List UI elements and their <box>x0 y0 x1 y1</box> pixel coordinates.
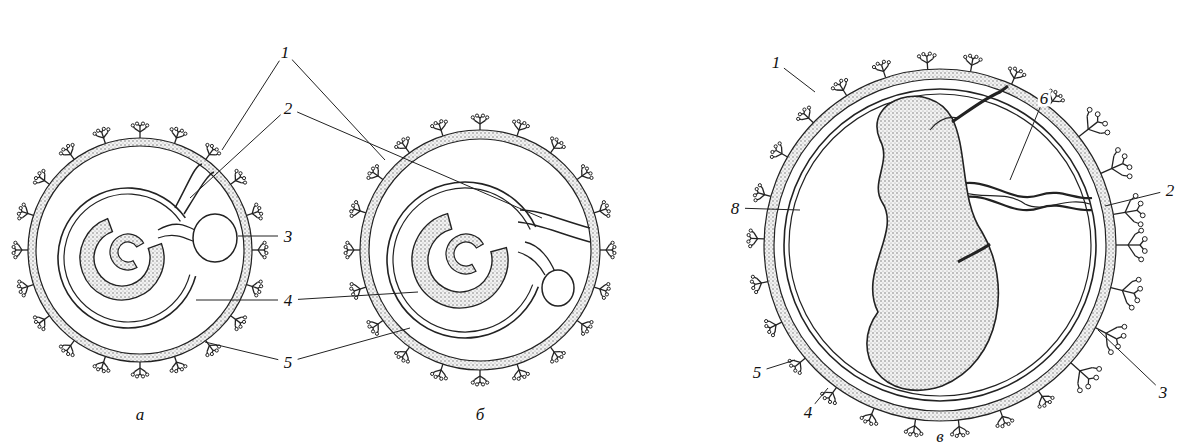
body-stalk <box>175 164 202 208</box>
fetus <box>867 96 998 390</box>
leader-line <box>292 59 385 160</box>
leader-lines <box>190 59 1160 404</box>
fetal-limb <box>930 118 958 131</box>
leader-line <box>298 328 410 359</box>
embryo <box>446 234 483 274</box>
leader-line <box>767 360 795 369</box>
amnion <box>64 194 190 322</box>
callout-number: 8 <box>729 200 742 217</box>
amnion <box>789 94 1091 396</box>
yolk-sac <box>193 214 237 262</box>
leader-line <box>745 208 800 210</box>
panel-letter: в <box>934 428 945 445</box>
amnion <box>393 188 533 332</box>
chorion <box>360 130 600 370</box>
leader-line <box>190 115 281 198</box>
leader-line <box>298 292 418 299</box>
drawing-layer <box>12 52 1147 437</box>
callout-number: 5 <box>282 354 295 371</box>
leader-line <box>1010 107 1040 180</box>
callout-number: 3 <box>1157 384 1170 401</box>
callout-number: 2 <box>1164 182 1177 199</box>
amnion <box>784 89 1096 401</box>
callout-number: 1 <box>770 54 783 71</box>
leader-line <box>205 342 278 360</box>
callout-number: 4 <box>802 404 815 421</box>
leader-line <box>222 60 280 150</box>
body-stalk <box>518 222 590 242</box>
body-stalk <box>184 172 214 214</box>
callout-number: 6 <box>1038 90 1051 107</box>
yolk-stalk <box>158 224 195 230</box>
amnion <box>58 188 196 328</box>
yolk-stalk <box>518 252 545 275</box>
chorionic-villi <box>12 122 268 378</box>
amnion <box>387 182 538 338</box>
embryo <box>412 214 508 308</box>
leader-line <box>1105 192 1160 206</box>
panel-letter: а <box>134 406 147 423</box>
fetal-limb <box>952 86 1008 122</box>
chorion <box>764 69 1116 421</box>
callout-number: 5 <box>751 364 764 381</box>
yolk-sac <box>542 270 574 306</box>
fetal-limb <box>958 244 990 262</box>
yolk-stalk <box>158 235 195 242</box>
chorionic-villi <box>344 114 616 386</box>
umbilical-vessel <box>962 192 1090 207</box>
callout-number: 3 <box>282 228 295 245</box>
leader-line <box>238 236 278 237</box>
callout-number: 4 <box>282 292 295 309</box>
embryo <box>80 219 164 300</box>
panel-letter: б <box>474 406 487 423</box>
leader-line <box>1098 330 1156 385</box>
chorionic-villi <box>747 52 1147 437</box>
leader-line <box>297 112 542 218</box>
leader-line <box>196 300 278 301</box>
embryo <box>110 234 144 270</box>
callout-number: 1 <box>279 44 292 61</box>
leader-line <box>814 388 828 404</box>
leader-line <box>784 68 815 92</box>
callout-number: 2 <box>282 100 295 117</box>
